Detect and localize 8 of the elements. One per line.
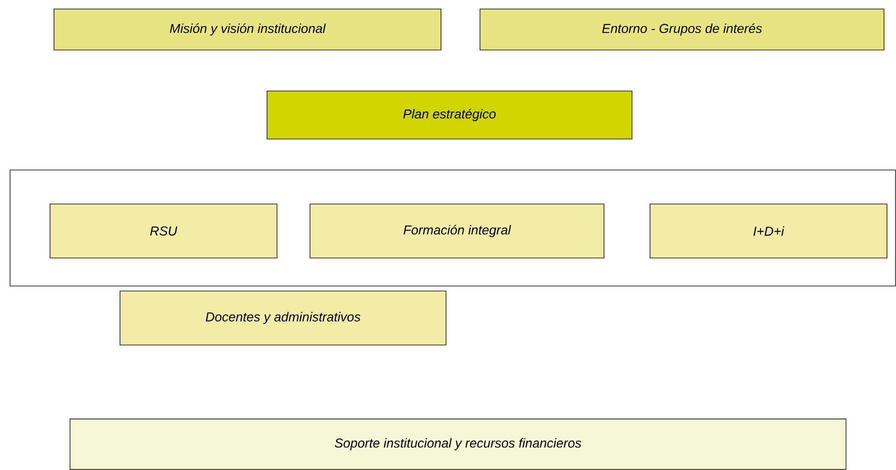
process-box: Misión y visión institucional — [54, 8, 442, 50]
process-box: Entorno - Grupos de interés — [480, 8, 884, 50]
process-box: Docentes y administrativos — [120, 290, 446, 346]
process-box: Soporte institucional y recursos financieros — [70, 418, 846, 470]
process-box: Formación integral — [310, 204, 604, 258]
process-box: I+D+i — [650, 204, 888, 258]
process-box: Plan estratégico — [266, 90, 632, 140]
process-box: RSU — [50, 204, 278, 258]
